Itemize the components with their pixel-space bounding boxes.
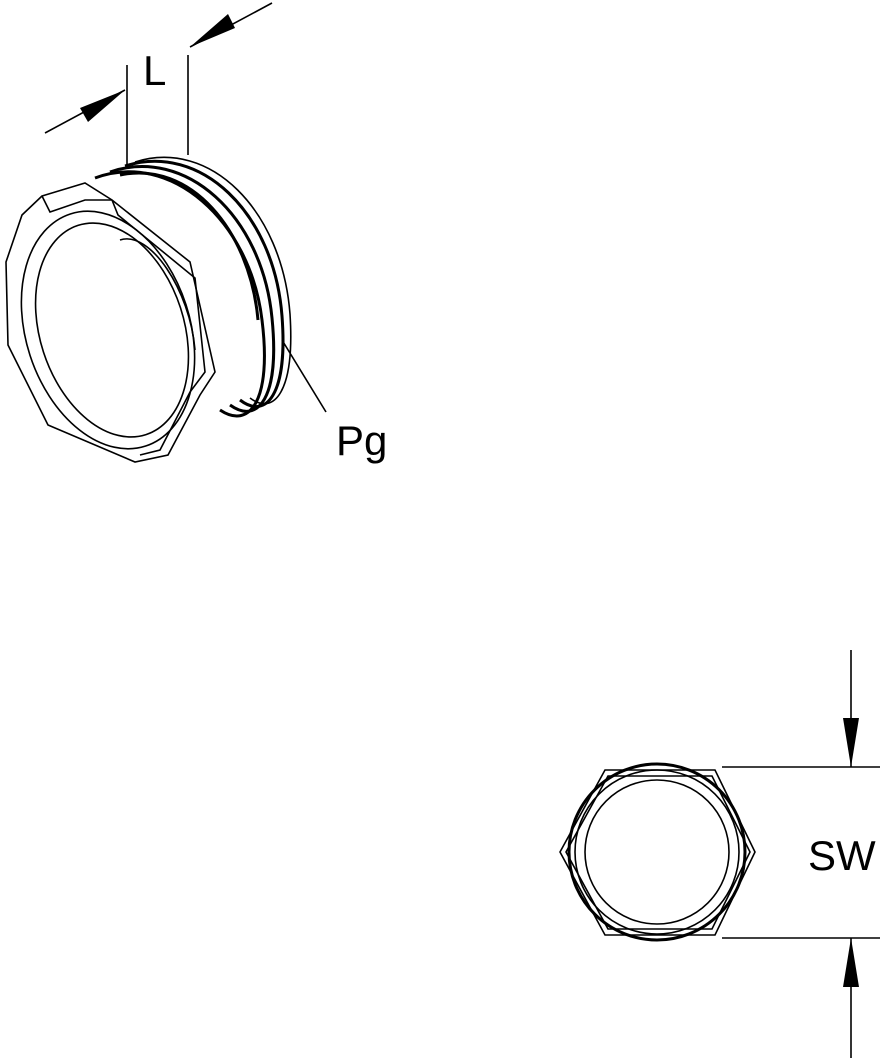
hex-outline (559, 769, 756, 936)
label-length: L (143, 47, 166, 94)
thread-callout: Pg (281, 339, 387, 464)
bore-inner (34, 222, 190, 438)
arrow-head (843, 718, 859, 767)
fitting-front-view (559, 762, 756, 942)
arrow-head (843, 938, 859, 987)
fitting-perspective-view (5, 156, 292, 463)
arrow-head (190, 14, 235, 47)
thread-rings (94, 156, 292, 418)
length-dimension: L (44, 2, 273, 165)
bore-outer (20, 210, 196, 450)
wrench-size-dimension: SW (722, 650, 880, 1058)
label-thread: Pg (336, 417, 387, 464)
label-wrench-size: SW (808, 832, 876, 879)
arrow-head (80, 90, 125, 122)
